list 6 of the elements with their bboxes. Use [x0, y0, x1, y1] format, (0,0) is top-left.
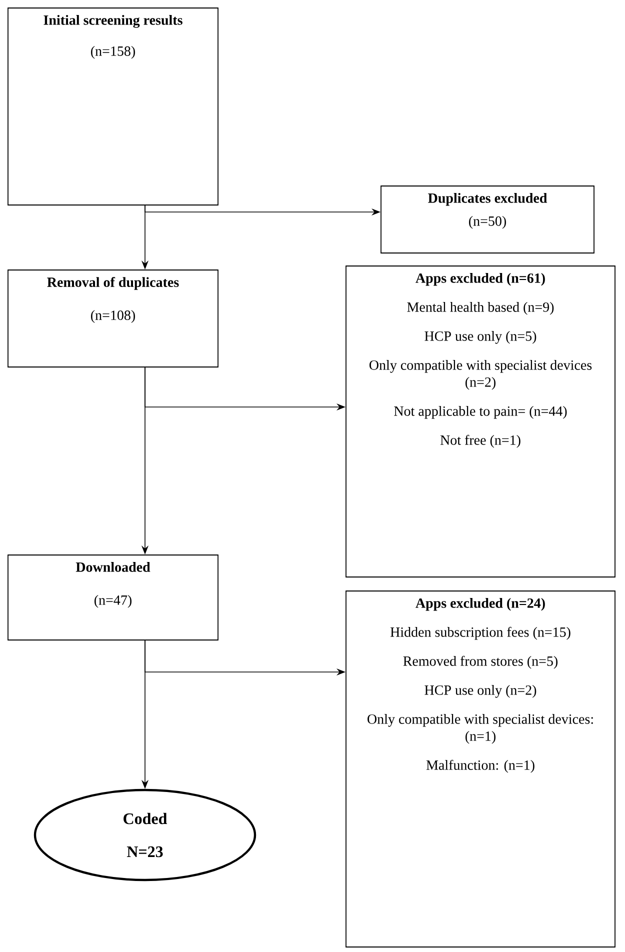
- process-box: Initial screening results (n=158): [8, 8, 218, 206]
- process-box: Downloaded (n=47): [8, 554, 218, 640]
- exclusion-box: Apps excluded (n=61) Mental health based (n=9) HCP use only (n=5) Only compatible with specialist devices (n=2) Not applicable to pain= (n=44) Not free (n=1): [346, 266, 616, 578]
- exclusion-box: Apps excluded (n=24) Hidden subscription fees (n=15) Removed from stores (n=5) HCP use only (n=2) Only compatible with specialist devices: (n=1) Malfunction: (n=1): [346, 590, 616, 948]
- exclusion-box: Duplicates excluded (n=50): [380, 186, 594, 254]
- process-box: Removal of duplicates (n=108): [8, 270, 218, 368]
